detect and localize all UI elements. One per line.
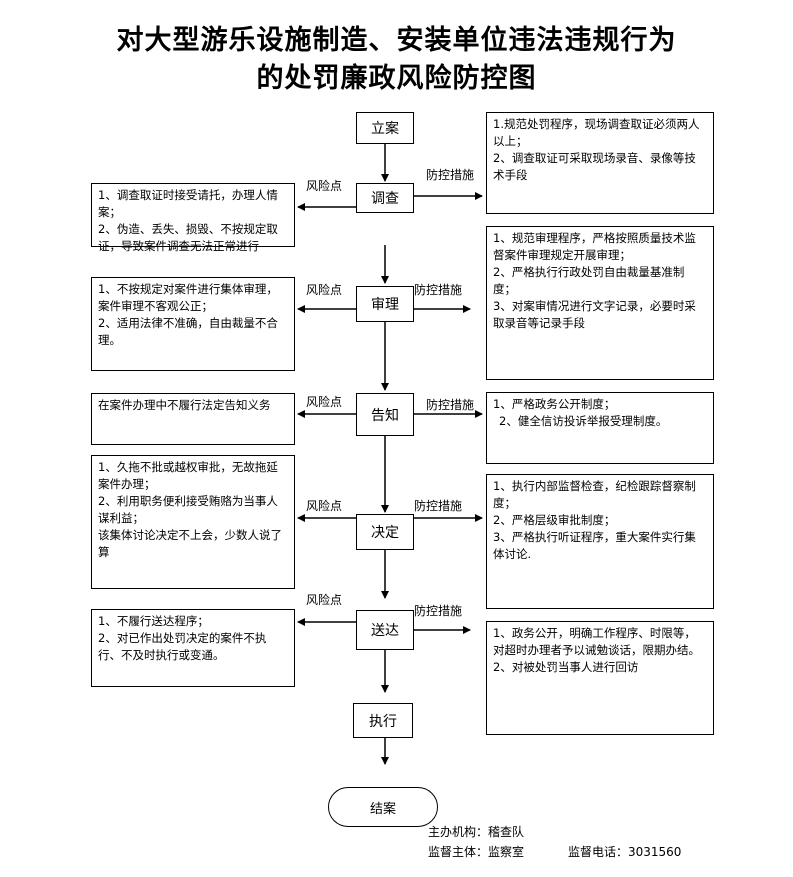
measure-text: 2、严格层级审批制度； — [493, 513, 616, 527]
risk-label: 风险点 — [306, 283, 343, 297]
risk-text: 1、调查取证时接受请托，办理人情案； — [98, 188, 278, 219]
measure-text: 2、对被处罚当事人进行回访 — [493, 660, 639, 674]
measure-text: 1.规范处罚程序，现场调查取证必须两人以上； — [493, 117, 700, 148]
page-title-line1: 对大型游乐设施制造、安装单位违法违规行为 — [116, 25, 677, 56]
measure-text: 2、调查取证可采取现场录音、录像等技术手段 — [493, 151, 696, 182]
risk-label: 风险点 — [306, 179, 343, 193]
measure-label: 防控措施 — [414, 283, 463, 297]
measure-text: 1、严格政务公开制度； — [493, 397, 616, 411]
step-notify: 告知 — [356, 393, 414, 436]
risk-box-deliver: 1、不履行送达程序； 2、对已作出处罚决定的案件不执行、不及时执行或变通。 — [91, 609, 295, 687]
measure-text: 2、严格执行行政处罚自由裁量基准制度； — [493, 265, 685, 296]
risk-box-notify: 在案件办理中不履行法定告知义务 — [91, 393, 295, 445]
risk-box-investigate: 1、调查取证时接受请托，办理人情案； 2、伪造、丢失、损毁、不按规定取证，导致案… — [91, 183, 295, 253]
risk-text: 2、适用法律不准确，自由裁量不合理。 — [98, 316, 278, 347]
risk-text: 1、不履行送达程序； — [98, 614, 209, 628]
step-close: 结案 — [328, 787, 438, 827]
step-deliver: 送达 — [356, 610, 414, 650]
step-review: 审理 — [356, 286, 414, 322]
measure-text: 3、对案审情况进行文字记录，必要时采取录音等记录手段 — [493, 299, 696, 330]
measure-box-review: 1、规范审理程序，严格按照质量技术监督案件审理规定开展审理； 2、严格执行行政处… — [486, 226, 714, 380]
risk-label: 风险点 — [306, 395, 343, 409]
measure-text: 1、政务公开，明确工作程序、时限等，对超时办理者予以诫勉谈话，限期办结。 — [493, 626, 700, 657]
risk-text: 2、伪造、丢失、损毁、不按规定取证，导致案件调查无法正常进行 — [98, 222, 278, 253]
risk-box-decide: 1、久拖不批或越权审批，无故拖延案件办理； 2、利用职务便利接受贿赂为当事人谋利… — [91, 455, 295, 589]
risk-label: 风险点 — [306, 499, 343, 513]
footer-host: 主办机构：稽查队 — [428, 825, 525, 839]
risk-text: 在案件办理中不履行法定告知义务 — [98, 398, 271, 412]
risk-box-review: 1、不按规定对案件进行集体审理，案件审理不客观公正； 2、适用法律不准确，自由裁… — [91, 277, 295, 371]
step-file: 立案 — [356, 112, 414, 144]
page-title-line2: 的处罚廉政风险防控图 — [256, 63, 537, 94]
risk-text: 2、对已作出处罚决定的案件不执行、不及时执行或变通。 — [98, 631, 267, 662]
measure-text: 2、健全信访投诉举报受理制度。 — [499, 414, 668, 428]
measure-text: 3、严格执行听证程序，重大案件实行集体讨论. — [493, 530, 696, 561]
step-decide: 决定 — [356, 514, 414, 550]
risk-text: 该集体讨论决定不上会，少数人说了算 — [98, 528, 282, 559]
measure-text: 1、规范审理程序，严格按照质量技术监督案件审理规定开展审理； — [493, 231, 696, 262]
footer-supervisor: 监督主体：监察室 — [428, 845, 525, 859]
risk-label: 风险点 — [306, 593, 343, 607]
measure-label: 防控措施 — [426, 398, 475, 412]
measure-label: 防控措施 — [414, 499, 463, 513]
step-execute: 执行 — [353, 703, 413, 738]
footer-phone: 监督电话：3031560 — [568, 845, 682, 859]
measure-label: 防控措施 — [414, 604, 463, 618]
measure-box-deliver: 1、政务公开，明确工作程序、时限等，对超时办理者予以诫勉谈话，限期办结。 2、对… — [486, 621, 714, 735]
measure-box-file: 1.规范处罚程序，现场调查取证必须两人以上； 2、调查取证可采取现场录音、录像等… — [486, 112, 714, 214]
measure-label: 防控措施 — [426, 168, 475, 182]
risk-text: 1、不按规定对案件进行集体审理，案件审理不客观公正； — [98, 282, 278, 313]
risk-text: 2、利用职务便利接受贿赂为当事人谋利益； — [98, 494, 278, 525]
measure-text: 1、执行内部监督检查，纪检跟踪督察制度； — [493, 479, 696, 510]
measure-box-decide: 1、执行内部监督检查，纪检跟踪督察制度； 2、严格层级审批制度； 3、严格执行听… — [486, 474, 714, 609]
step-investigate: 调查 — [356, 183, 414, 213]
risk-text: 1、久拖不批或越权审批，无故拖延案件办理； — [98, 460, 278, 491]
measure-box-notify: 1、严格政务公开制度； 2、健全信访投诉举报受理制度。 — [486, 392, 714, 464]
